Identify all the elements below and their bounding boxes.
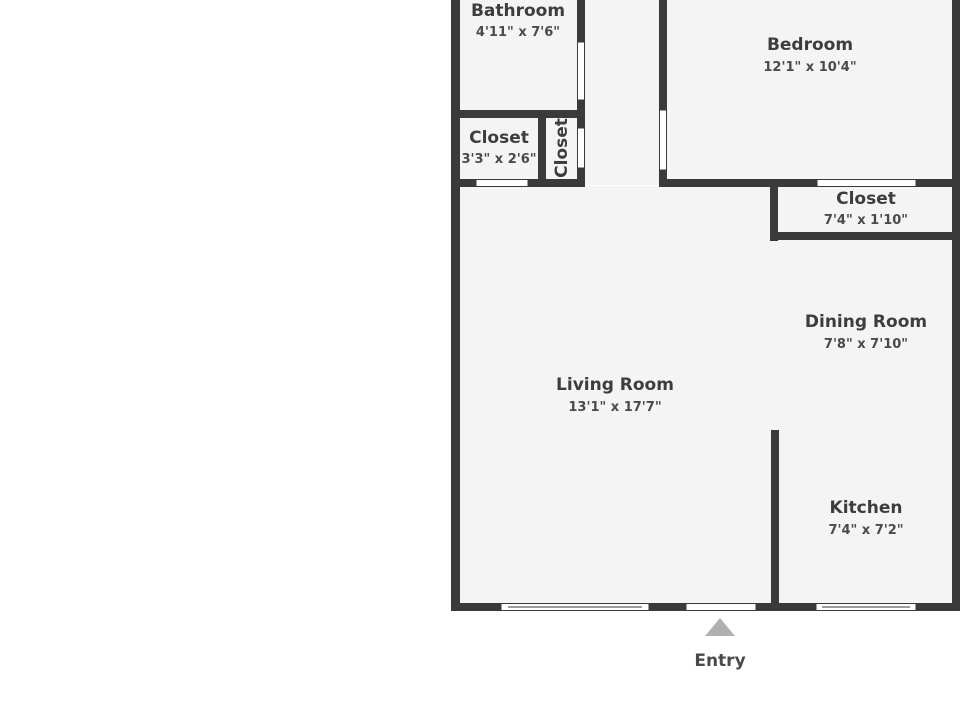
closet-bedroom-floor: [778, 187, 953, 232]
closet-narrow-right-wall-bottom: [577, 168, 585, 187]
living-name: Living Room: [556, 375, 674, 395]
bedroom-dims: 12'1" x 10'4": [763, 60, 856, 75]
closet-narrow-name: Closet: [552, 118, 572, 178]
closet-narrow-right-wall-top: [577, 110, 585, 128]
bedroom-left-wall-bottom: [659, 170, 667, 187]
bathroom-right-wall-bottom: [577, 100, 585, 112]
windows: [475, 41, 917, 611]
closet-small-floor: [460, 118, 538, 180]
right-outer-wall: [952, 0, 960, 611]
entry-label: Entry: [694, 651, 745, 671]
bottom-wall-mid-left: [649, 603, 686, 611]
entry-arrow-icon: [705, 618, 735, 636]
closet-small-dims: 3'3" x 2'6": [461, 152, 536, 167]
bathroom-bottom-wall: [458, 110, 585, 118]
kitchen-partition-wall: [771, 430, 779, 611]
closet-bedroom-door: [816, 179, 917, 187]
kitchen-name: Kitchen: [830, 498, 903, 518]
closet-small-name: Closet: [469, 128, 529, 148]
bathroom-right-wall-top: [577, 0, 585, 42]
bottom-wall-left: [451, 603, 501, 611]
bedroom-door-opening: [659, 109, 667, 171]
bedroom-floor: [667, 0, 953, 179]
closet-bedroom-left-wall: [770, 179, 778, 241]
bedroom-bottom-wall-right: [916, 179, 960, 187]
closet-bedroom-bottom-wall: [770, 232, 960, 240]
bathroom-floor: [458, 0, 578, 110]
closet-bedroom-dims: 7'4" x 1'10": [824, 213, 908, 228]
entry-door-opening: [685, 603, 757, 611]
living-floor: [460, 186, 772, 604]
dining-name: Dining Room: [805, 312, 927, 332]
living-dims: 13'1" x 17'7": [568, 400, 661, 415]
bedroom-name: Bedroom: [767, 35, 853, 55]
dining-dims: 7'8" x 7'10": [824, 337, 908, 352]
left-outer-wall: [451, 0, 460, 611]
closet-narrow-window: [577, 127, 585, 169]
bottom-wall-mid-right: [756, 603, 816, 611]
kitchen-dims: 7'4" x 7'2": [828, 523, 903, 538]
bathroom-window: [577, 41, 585, 101]
closet-narrow-floor: [546, 118, 579, 180]
kitchen-floor: [779, 430, 953, 604]
room-labels: Bathroom 4'11" x 7'6" Bedroom 12'1" x 10…: [461, 1, 927, 671]
bathroom-dims: 4'11" x 7'6": [476, 25, 560, 40]
bedroom-left-wall-top: [659, 0, 667, 110]
closet-bedroom-name: Closet: [836, 189, 896, 209]
dining-floor: [772, 240, 953, 430]
closets-bottom-wall-right: [528, 179, 585, 187]
walls: [451, 0, 960, 611]
closets-bottom-wall-left: [458, 179, 476, 187]
bathroom-name: Bathroom: [471, 1, 565, 21]
closet-small-door: [475, 179, 529, 187]
hallway-floor: [585, 0, 660, 185]
bedroom-bottom-wall: [659, 179, 817, 187]
floor-areas: [458, 0, 953, 604]
bottom-wall-right: [916, 603, 960, 611]
closet-divider-wall: [538, 110, 546, 187]
